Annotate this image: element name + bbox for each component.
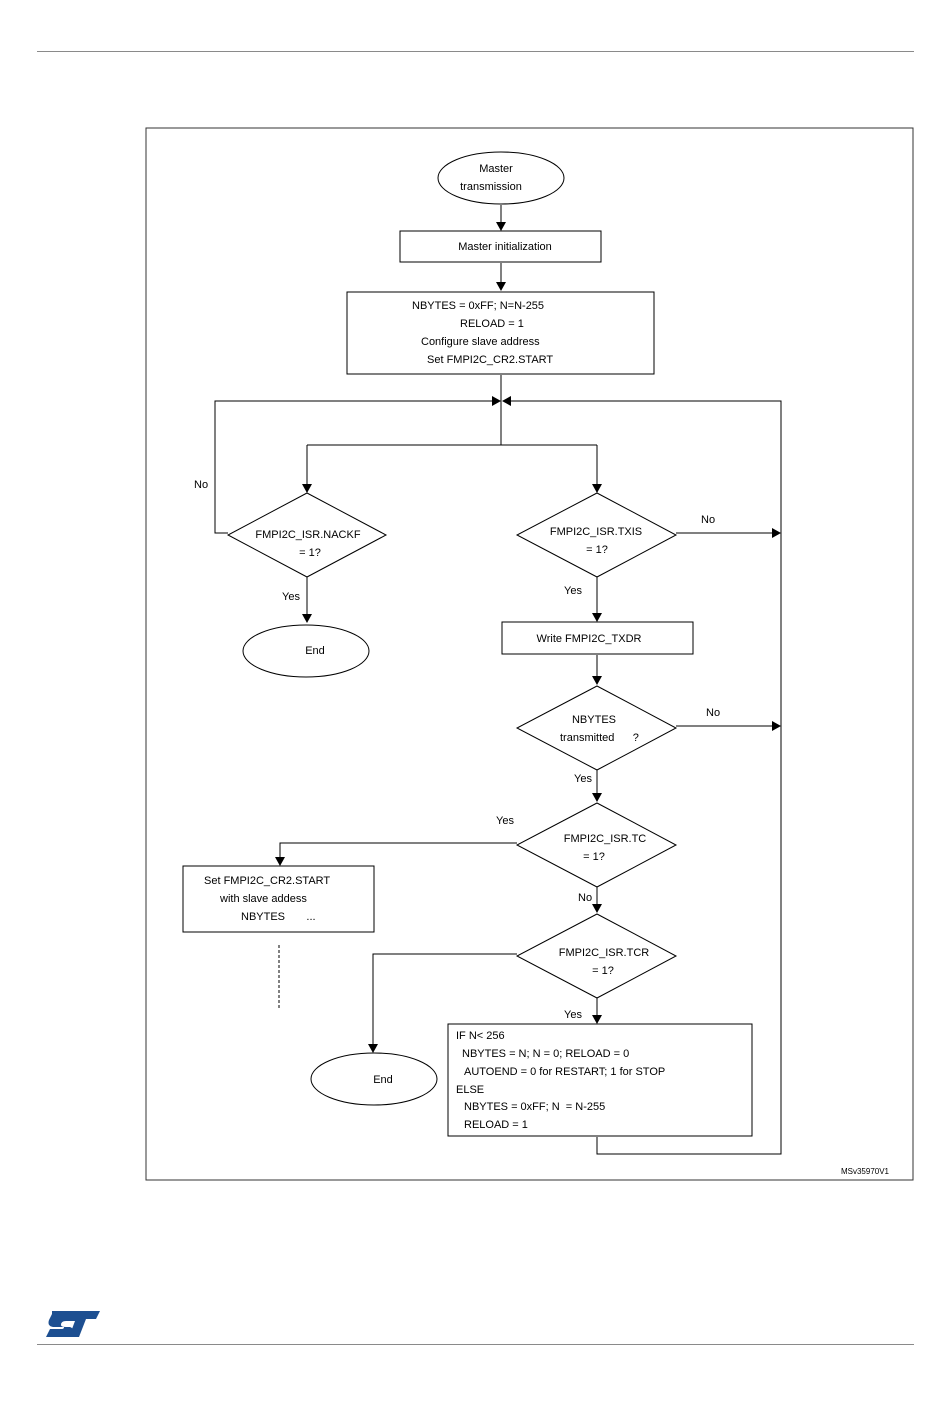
tcr-line1: FMPI2C_ISR.TCR [559,947,650,959]
end-label-2: End [373,1074,393,1086]
st-logo [46,1311,100,1337]
end-terminal-2 [310,1052,438,1106]
tc-yes-label: Yes [496,815,514,827]
master-init-box [399,230,602,263]
reload-line3: AUTOEND = 0 for RESTART; 1 for STOP [464,1066,665,1078]
restart-line1: Set FMPI2C_CR2.START [204,875,330,887]
tc-line1: FMPI2C_ISR.TC [564,833,647,845]
write-txdr-box [501,621,694,655]
setup-line2: RELOAD = 1 [460,318,524,330]
txis-no-label: No [701,514,715,526]
setup-box [346,291,655,375]
reload-line6: RELOAD = 1 [464,1119,528,1131]
nbytes-line2: transmitted ? [560,732,639,744]
master-init-label: Master initialization [458,241,552,253]
diagram-frame [145,127,914,1181]
figure-reference-code: MSv35970V1 [841,1167,890,1176]
tcr-yes-label: Yes [564,1009,582,1021]
reload-line4: ELSE [456,1084,484,1096]
tc-line2: = 1? [583,851,605,863]
reload-line2: NBYTES = N; N = 0; RELOAD = 0 [462,1048,629,1060]
tc-no-label: No [578,892,592,904]
nackf-line2: = 1? [299,547,321,559]
reload-box [447,1023,753,1137]
nackf-yes-label: Yes [282,591,300,603]
restart-line3: NBYTES ... [241,911,316,923]
footer-rule [37,1344,914,1345]
start-label-line1: Master [479,163,513,175]
reload-line5: NBYTES = 0xFF; N = N-255 [464,1101,605,1113]
connectors [214,205,782,1155]
txis-yes-label: Yes [564,585,582,597]
nackf-line1: FMPI2C_ISR.NACKF [255,529,360,541]
arrowheads [275,222,781,1053]
tcr-line2: = 1? [592,965,614,977]
nbytes-line1: NBYTES [572,714,616,726]
nackf-decision [226,492,388,578]
setup-line3: Configure slave address [421,336,540,348]
tc-decision [515,802,678,888]
txis-decision [515,492,678,578]
end-terminal-1 [242,624,370,678]
setup-line1: NBYTES = 0xFF; N=N-255 [412,300,544,312]
txis-line2: = 1? [586,544,608,556]
restart-line2: with slave addess [219,893,307,905]
write-txdr-label: Write FMPI2C_TXDR [537,633,642,645]
reload-line1: IF N< 256 [456,1030,505,1042]
nackf-no-label: No [194,479,208,491]
start-label-line2: transmission [460,181,522,193]
restart-box [182,865,375,933]
start-terminal [437,151,565,205]
setup-line4: Set FMPI2C_CR2.START [427,354,553,366]
end-label-1: End [305,645,325,657]
nbytes-yes-label: Yes [574,773,592,785]
nbytes-decision [515,685,678,771]
nbytes-no-label: No [706,707,720,719]
txis-line1: FMPI2C_ISR.TXIS [550,526,642,538]
header-rule [37,51,914,52]
tcr-decision [515,913,678,999]
